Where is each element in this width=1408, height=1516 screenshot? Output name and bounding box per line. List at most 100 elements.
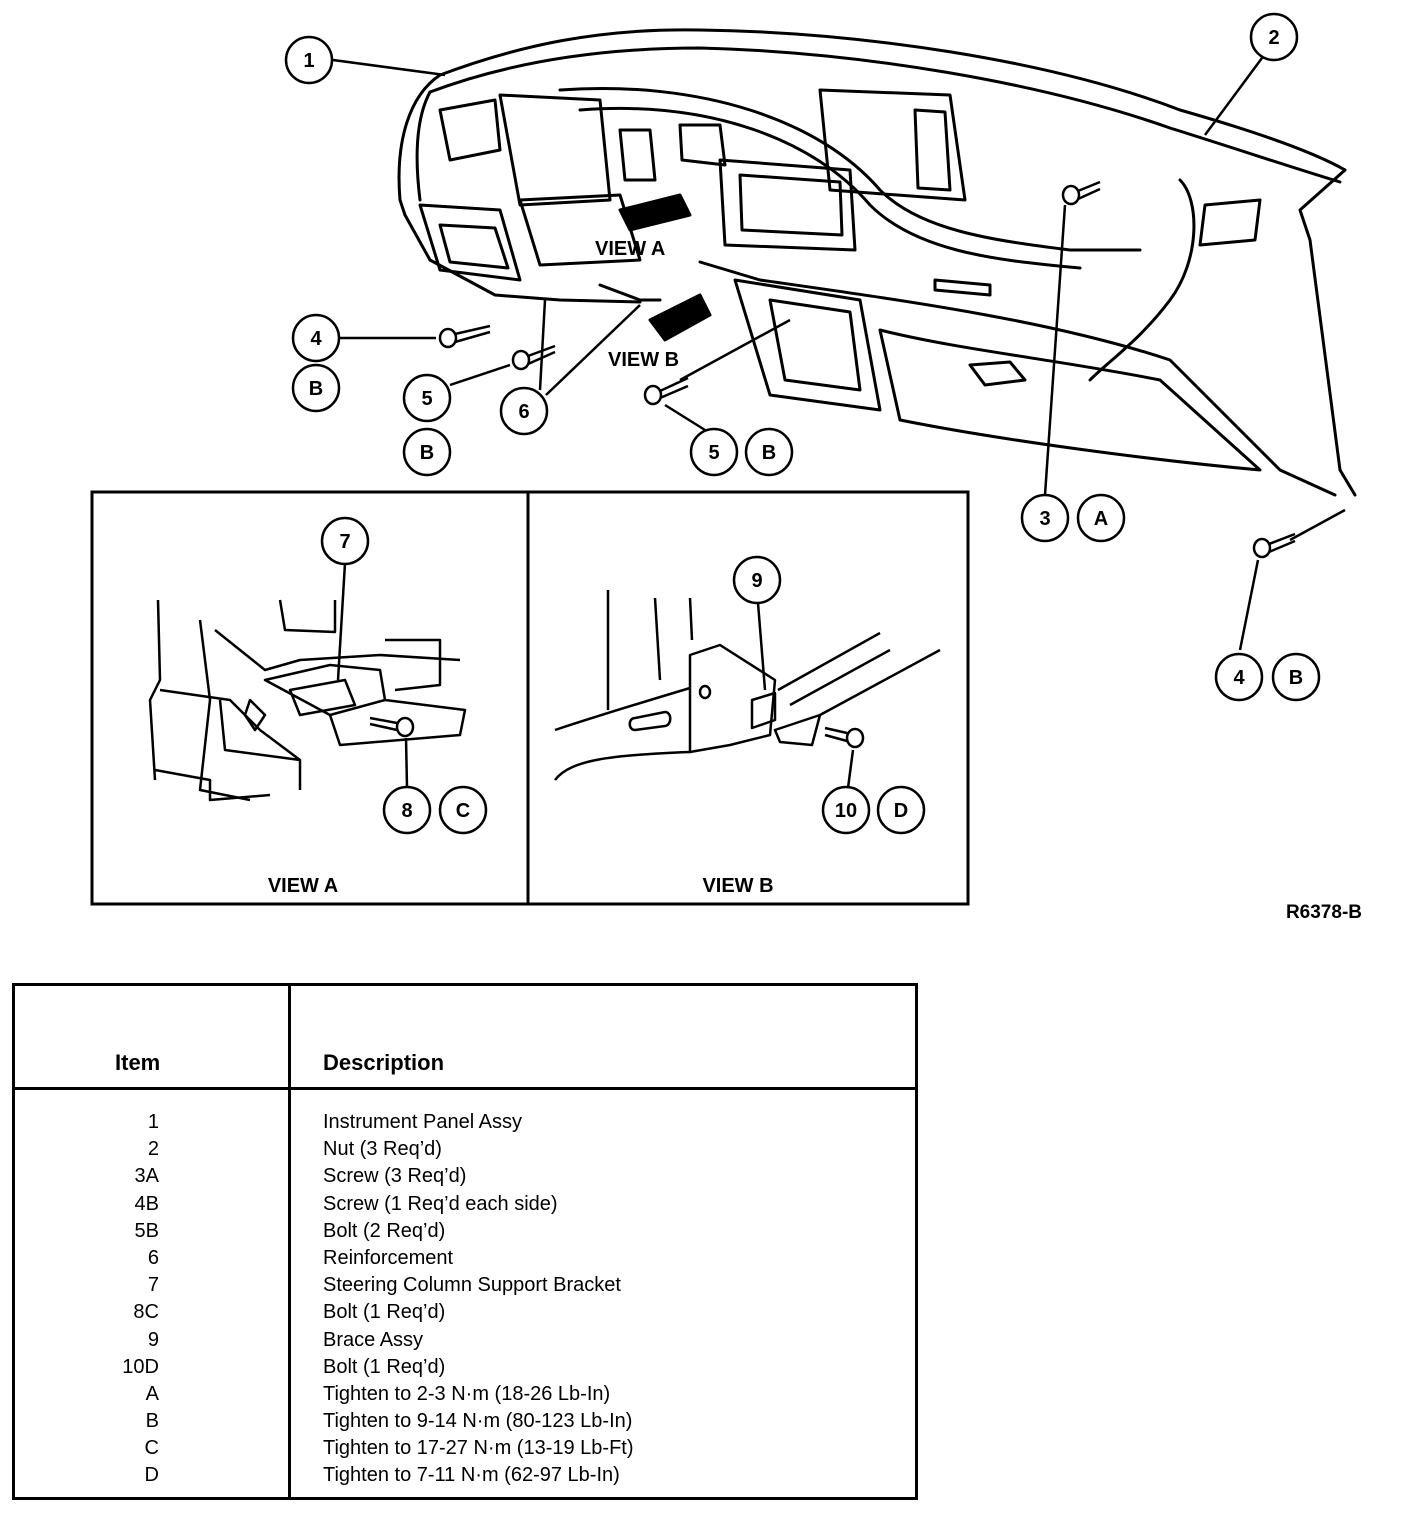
callout-4-left: 4: [291, 313, 341, 363]
bolt-5b-left-icon: [511, 344, 556, 371]
screw-4b-right-icon: [1252, 532, 1296, 559]
header-item: Item: [115, 1050, 161, 1075]
item-cell: 8C: [133, 1301, 159, 1324]
table-row: 5B Bolt (2 Req’d): [15, 1220, 915, 1247]
description-cell: Tighten to 7-11 N·m (62-97 Lb-In): [323, 1464, 620, 1487]
item-cell: 4B: [134, 1192, 159, 1215]
figure-id: R6378-B: [1286, 902, 1362, 923]
svg-text:10: 10: [835, 800, 857, 822]
item-cell: 9: [147, 1328, 159, 1351]
item-cell: A: [145, 1382, 159, 1405]
description-cell: Tighten to 9-14 N·m (80-123 Lb-In): [323, 1410, 633, 1433]
item-cell: D: [144, 1464, 159, 1487]
description-cell: Screw (1 Req’d each side): [323, 1192, 558, 1215]
callout-8: 8: [382, 785, 432, 835]
fasteners: [438, 180, 1296, 559]
item-cell: C: [144, 1437, 159, 1460]
callout-2: 2: [1249, 12, 1299, 62]
svg-text:3: 3: [1039, 508, 1050, 530]
callout-9: 9: [732, 555, 782, 605]
description-cell: Bolt (2 Req’d): [323, 1219, 446, 1242]
item-cell: B: [145, 1410, 159, 1433]
description-cell: Bolt (1 Req’d): [323, 1355, 446, 1378]
svg-text:A: A: [1094, 508, 1108, 530]
view-a-label: VIEW A: [595, 238, 665, 260]
main-callouts: 1 2 3 A 4 B 5 B: [284, 12, 1321, 702]
screw-3a-icon: [1061, 180, 1101, 206]
svg-text:B: B: [420, 442, 434, 464]
item-cell: 2: [147, 1138, 159, 1161]
description-cell: Screw (3 Req’d): [323, 1165, 467, 1188]
header-rule: [15, 1087, 915, 1090]
item-cell: 7: [147, 1274, 159, 1297]
view-a-detail-drawing: [148, 599, 467, 802]
description-cell: Tighten to 2-3 N·m (18-26 Lb-In): [323, 1382, 611, 1405]
header-description: Description: [323, 1050, 445, 1075]
view-b-label: VIEW B: [608, 349, 679, 371]
table-row: 2 Nut (3 Req’d): [15, 1138, 915, 1165]
callout-10: 10: [821, 785, 871, 835]
svg-text:5: 5: [708, 442, 719, 464]
callout-5-left: 5: [402, 373, 452, 423]
svg-text:9: 9: [751, 570, 762, 592]
instrument-panel-drawing: [397, 28, 1357, 497]
item-cell: 10D: [122, 1355, 159, 1378]
leader-lines: [332, 57, 1346, 651]
table-row: 7 Steering Column Support Bracket: [15, 1274, 915, 1301]
table-row: 1 Instrument Panel Assy: [15, 1111, 915, 1138]
item-cell: 6: [147, 1246, 159, 1269]
screw-4b-left-icon: [438, 324, 491, 349]
view-b-leaders: [756, 602, 855, 789]
callout-a: A: [1076, 493, 1126, 543]
callout-c: C: [438, 785, 488, 835]
table-row: 4B Screw (1 Req’d each side): [15, 1193, 915, 1220]
view-a-caption: VIEW A: [268, 875, 338, 897]
table-row: B Tighten to 9-14 N·m (80-123 Lb-In): [15, 1410, 915, 1437]
svg-text:8: 8: [401, 800, 412, 822]
callout-5-center: 5: [689, 427, 739, 477]
exploded-view-diagram: 1 2 3 A 4 B 5 B: [90, 12, 1362, 923]
callout-3: 3: [1020, 493, 1070, 543]
description-cell: Nut (3 Req’d): [323, 1138, 442, 1161]
table-row: D Tighten to 7-11 N·m (62-97 Lb-In): [15, 1464, 915, 1491]
callout-6: 6: [499, 386, 549, 436]
view-b-detail-drawing: [554, 590, 941, 781]
item-cell: 3A: [134, 1165, 159, 1188]
callout-b-under-5: B: [402, 427, 452, 477]
svg-text:2: 2: [1268, 27, 1279, 49]
description-cell: Steering Column Support Bracket: [323, 1274, 621, 1297]
view-a-callouts: 7 8 C: [320, 516, 488, 835]
table-row: 3A Screw (3 Req’d): [15, 1165, 915, 1192]
callout-1: 1: [284, 35, 334, 85]
item-cell: 1: [147, 1111, 159, 1133]
description-cell: Instrument Panel Assy: [323, 1111, 522, 1133]
svg-text:5: 5: [421, 388, 432, 410]
svg-text:6: 6: [518, 401, 529, 423]
table-row: A Tighten to 2-3 N·m (18-26 Lb-In): [15, 1383, 915, 1410]
table-row: 8C Bolt (1 Req’d): [15, 1301, 915, 1328]
svg-text:7: 7: [339, 531, 350, 553]
description-cell: Reinforcement: [323, 1246, 454, 1269]
detail-views-frame: [90, 490, 970, 906]
callout-b-left: B: [291, 363, 341, 413]
svg-text:B: B: [762, 442, 776, 464]
callout-b-right: B: [1271, 652, 1321, 702]
table-row: 10D Bolt (1 Req’d): [15, 1356, 915, 1383]
svg-text:B: B: [309, 378, 323, 400]
svg-text:4: 4: [310, 328, 322, 350]
view-a-leaders: [336, 562, 409, 788]
description-cell: Tighten to 17-27 N·m (13-19 Lb-Ft): [323, 1437, 634, 1460]
svg-text:D: D: [894, 800, 908, 822]
callout-7: 7: [320, 516, 370, 566]
svg-text:C: C: [456, 800, 470, 822]
callout-b-center: B: [744, 427, 794, 477]
callout-4-right: 4: [1214, 652, 1264, 702]
svg-text:4: 4: [1233, 667, 1245, 689]
svg-text:1: 1: [303, 50, 314, 72]
view-b-callouts: 9 10 D: [732, 555, 926, 835]
column-divider: [288, 986, 291, 1497]
table-row: 6 Reinforcement: [15, 1247, 915, 1274]
description-cell: Bolt (1 Req’d): [323, 1301, 446, 1324]
item-cell: 5B: [134, 1219, 159, 1242]
